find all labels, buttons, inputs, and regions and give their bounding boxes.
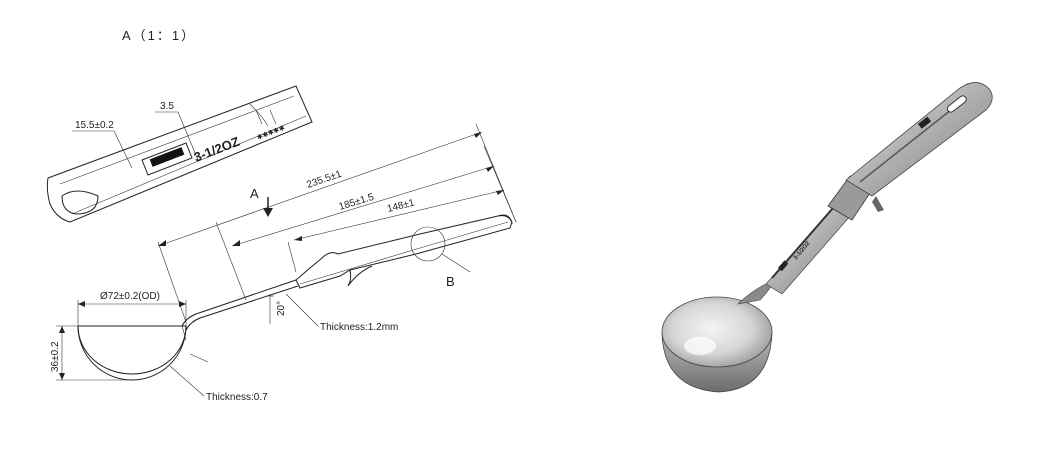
angle-dimension: 20° (266, 294, 287, 324)
size-mark: 3-1/2OZ (192, 134, 242, 165)
render-view: 3-1/2OZ (661, 82, 993, 393)
render-bowl-inner (661, 296, 773, 368)
dim-angle: 20° (276, 301, 287, 316)
brand-mark: [logo] (154, 154, 168, 164)
render-handle-lower (765, 203, 853, 295)
handle-hook (347, 265, 373, 287)
view-label: A（1：1） (122, 28, 196, 43)
bowl-outline (77, 325, 187, 381)
side-view: B 235.5±1 185±1.5 148±1 (50, 123, 517, 403)
render-hang-hole (946, 95, 967, 113)
dim-bowl-depth: 36±0.2 (50, 341, 61, 372)
detail-label: B (446, 274, 455, 289)
detail-circle-b (410, 226, 446, 262)
note-bowl-thickness: Thickness:0.7 (206, 392, 268, 403)
render-handle-upper (845, 82, 993, 197)
note-handle-thickness: Thickness:1.2mm (320, 322, 398, 333)
handle-side (295, 215, 513, 289)
dim-stamp-offset: 3.5 (160, 101, 174, 112)
dim-length-2: 185±1.5 (338, 192, 376, 213)
section-arrow-a: A (250, 186, 273, 217)
detail-view-a: [logo] 3-1/2OZ ✱✱✱✱✱ 15.5±0.2 3.5 (46, 85, 313, 223)
dim-bowl-diameter: Ø72±0.2(OD) (100, 291, 160, 302)
section-label: A (250, 186, 259, 201)
dim-handle-width: 15.5±0.2 (75, 120, 114, 131)
brand-stamp: [logo] (141, 142, 193, 176)
